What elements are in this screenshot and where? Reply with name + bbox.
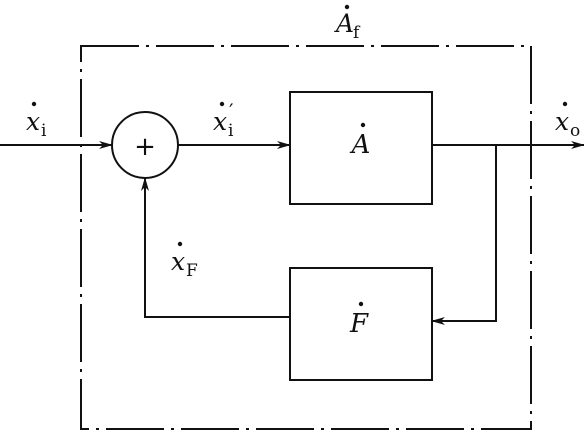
feedback-signal-label: x F xyxy=(171,241,198,281)
input-subscript: i xyxy=(41,121,47,141)
overall-system-boundary xyxy=(80,45,532,430)
summing-junction: + xyxy=(111,111,179,179)
summing-junction-sign: + xyxy=(134,132,156,162)
overall-system-label: A f xyxy=(334,4,361,43)
input-symbol: x xyxy=(26,107,40,136)
net-input-prime: ′ xyxy=(229,99,234,123)
feedback-block: F xyxy=(289,267,433,381)
net-input-symbol: x xyxy=(213,107,227,136)
feedback-block-symbol: F xyxy=(349,309,369,339)
feedback-signal-symbol: x xyxy=(171,247,185,276)
net-input-label: x i ′ xyxy=(213,99,234,141)
output-to-feedback-path xyxy=(431,145,497,325)
overall-system-subscript: f xyxy=(353,23,361,43)
net-input-subscript: i xyxy=(228,121,234,141)
output-subscript: o xyxy=(570,121,580,141)
output-symbol: x xyxy=(555,107,569,136)
input-label: x i xyxy=(26,101,47,141)
feedback-return-path xyxy=(141,177,290,318)
overall-system-symbol: A xyxy=(334,9,354,38)
feedback-signal-subscript: F xyxy=(186,261,198,281)
forward-block-symbol: A xyxy=(350,130,371,160)
output-label: x o xyxy=(555,101,580,141)
forward-block: A xyxy=(289,91,433,205)
